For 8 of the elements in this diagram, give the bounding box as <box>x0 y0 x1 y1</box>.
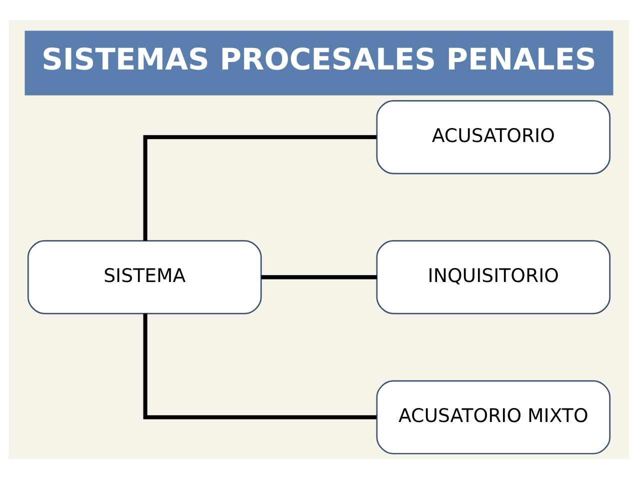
diagram-title: SISTEMAS PROCESALES PENALES <box>42 42 596 76</box>
connector <box>261 275 377 280</box>
connector <box>143 135 376 241</box>
node-box: INQUISITORIO <box>376 240 611 314</box>
node-box: ACUSATORIO MIXTO <box>376 380 611 454</box>
node-box: ACUSATORIO <box>376 100 611 174</box>
node-box: SISTEMA <box>27 240 262 314</box>
connector <box>143 314 376 420</box>
